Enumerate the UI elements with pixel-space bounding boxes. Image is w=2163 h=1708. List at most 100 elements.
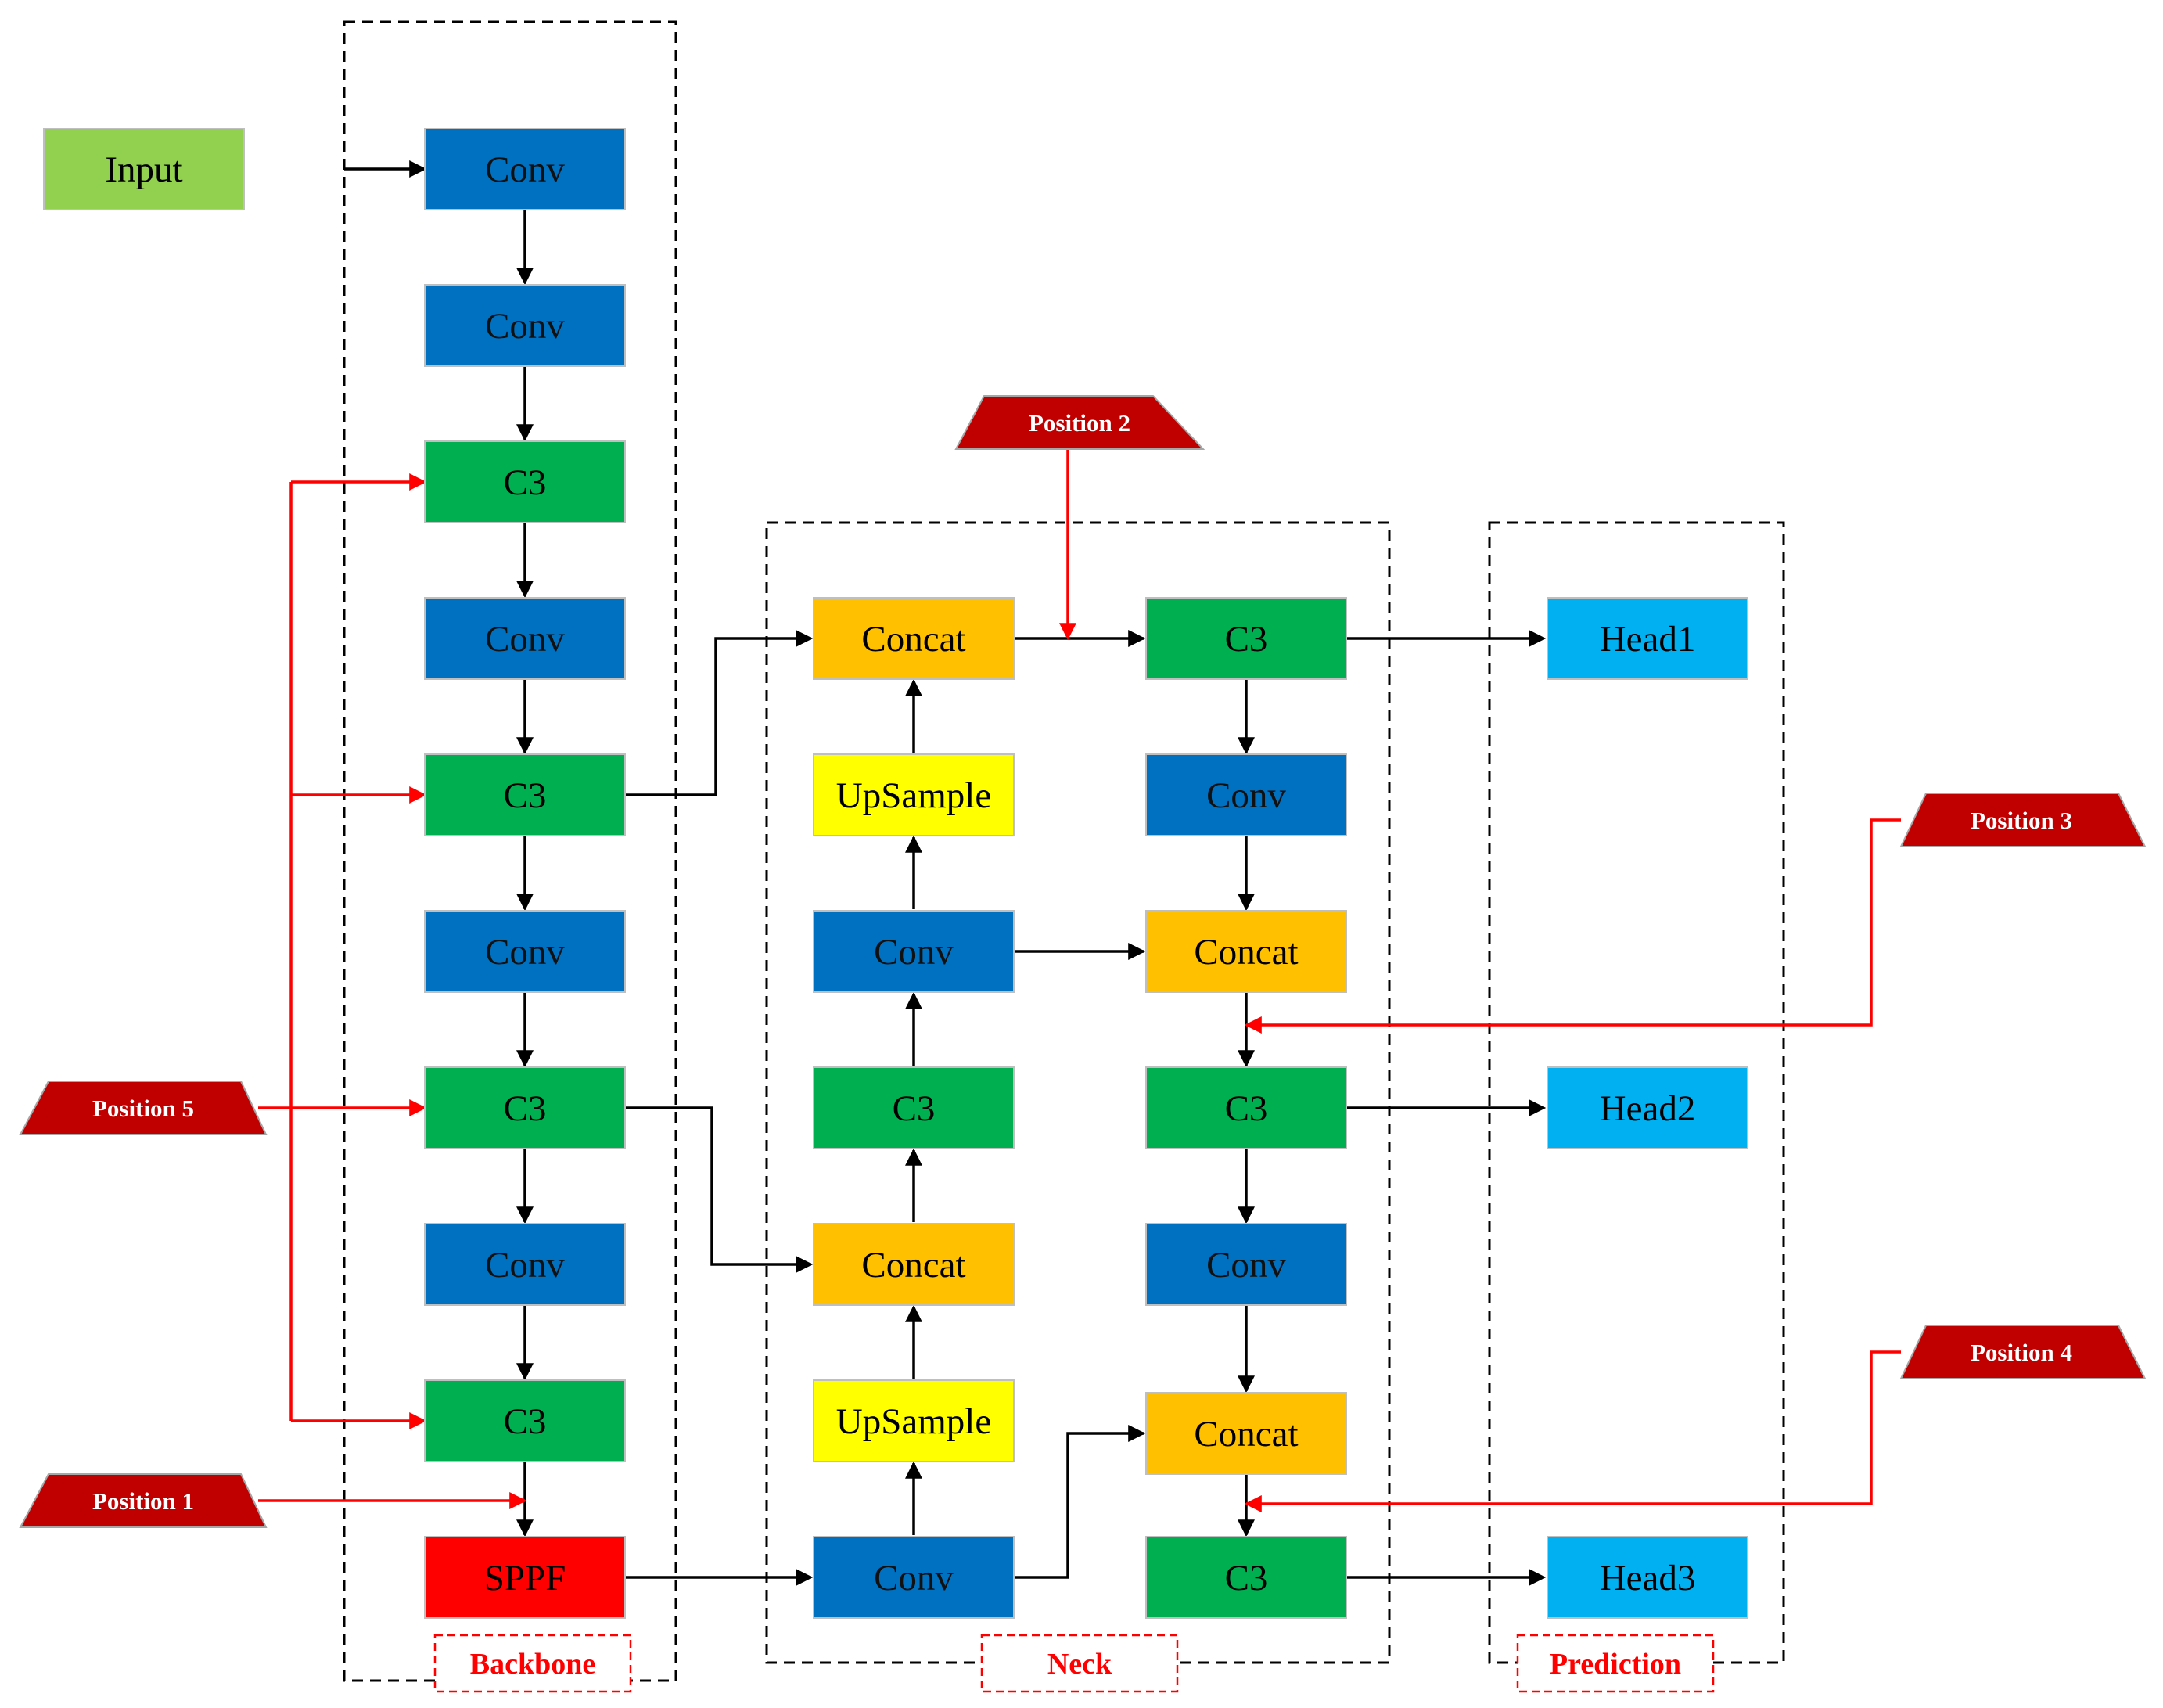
- position-5-label: Position 5: [92, 1095, 194, 1122]
- flow-connectors: [344, 160, 1547, 1586]
- bb-sppf-block: SPPF: [424, 1536, 626, 1619]
- position-3-tag: Position 3: [1899, 793, 2147, 847]
- position-3-tag-shape: [1899, 793, 2147, 847]
- nk-conv-r2-label: Conv: [1206, 1245, 1286, 1285]
- position-2-tag: Position 2: [954, 395, 1205, 450]
- nk-upsample2-label: UpSample: [836, 1401, 991, 1442]
- nk-upsample2-block: UpSample: [813, 1379, 1015, 1462]
- backbone-frame: [343, 20, 677, 1682]
- bb-conv4-box: [424, 910, 626, 993]
- head1-box: [1547, 597, 1748, 680]
- bb-conv5-box: [424, 1223, 626, 1306]
- position-4-label: Position 4: [1971, 1339, 2072, 1366]
- nk-concat2-label: Concat: [861, 1245, 965, 1285]
- nk-concat1-label: Concat: [861, 619, 965, 660]
- prediction-frame: [1488, 521, 1785, 1664]
- red-position4-arrow: [1244, 1350, 1901, 1512]
- nk-c3-1-block: C3: [813, 1066, 1015, 1149]
- position-2-tag-shape: [954, 395, 1205, 450]
- nk-concat-r1-block: Concat: [1145, 910, 1347, 993]
- bb-conv4-label: Conv: [485, 932, 565, 973]
- head2-box: [1547, 1066, 1748, 1149]
- position-5-tag-shape: [19, 1081, 268, 1135]
- position-1-tag-shape: [19, 1473, 268, 1528]
- prediction-label: Prediction: [1550, 1648, 1681, 1681]
- position-5-tag: Position 5: [19, 1081, 268, 1135]
- nk-c3-top-block: C3: [1145, 597, 1347, 680]
- nk-c3-bot-label: C3: [1225, 1558, 1268, 1598]
- bb-conv2-block: Conv: [424, 284, 626, 367]
- nk-conv-r1-box: [1145, 753, 1347, 836]
- input-label: Input: [105, 149, 182, 190]
- input-box: [43, 128, 245, 210]
- head3-block: Head3: [1547, 1536, 1748, 1619]
- nk-c3-top-box: [1145, 597, 1347, 680]
- nk-conv1-label: Conv: [874, 932, 954, 973]
- nk-conv1-box: [813, 910, 1015, 993]
- nk-c3-1-box: [813, 1066, 1015, 1149]
- nk-conv2-box: [813, 1536, 1015, 1619]
- head3-label: Head3: [1600, 1558, 1696, 1598]
- nk-c3-bot-block: C3: [1145, 1536, 1347, 1619]
- bb-conv1-label: Conv: [485, 149, 565, 190]
- bb-c3-1-box: [424, 440, 626, 523]
- nk-concat-r2-block: Concat: [1145, 1392, 1347, 1475]
- bb-c3-4-box: [424, 1379, 626, 1462]
- nk-conv2-block: Conv: [813, 1536, 1015, 1619]
- nk-conv-r2-block: Conv: [1145, 1223, 1347, 1306]
- nk-c3-1-label: C3: [893, 1088, 936, 1129]
- bb-c3-1-block: C3: [424, 440, 626, 523]
- backbone-label: Backbone: [470, 1648, 595, 1681]
- nk-c3-top-label: C3: [1225, 619, 1268, 660]
- bb-conv3-box: [424, 597, 626, 680]
- position-1-label: Position 1: [92, 1487, 194, 1515]
- nk-concat-r1-label: Concat: [1194, 932, 1298, 973]
- position-tags: Position 1 Position 2 Position 3 Positio…: [19, 395, 2147, 1528]
- bb-c3-2-block: C3: [424, 753, 626, 836]
- position-1-tag: Position 1: [19, 1473, 268, 1528]
- nk-concat-r1-box: [1145, 910, 1347, 993]
- bb-conv5-block: Conv: [424, 1223, 626, 1306]
- bb-conv4-block: Conv: [424, 910, 626, 993]
- nk-c3-mid-block: C3: [1145, 1066, 1347, 1149]
- position-2-label: Position 2: [1029, 409, 1130, 437]
- nk-concat2-box: [813, 1223, 1015, 1306]
- position-4-tag-shape: [1899, 1325, 2147, 1379]
- nk-upsample1-box: [813, 753, 1015, 836]
- bb-c3-3-box: [424, 1066, 626, 1149]
- bb-c3-2-label: C3: [504, 775, 547, 816]
- nk-conv1-block: Conv: [813, 910, 1015, 993]
- neck-label-box: [980, 1634, 1179, 1693]
- prediction-label-box: [1516, 1634, 1715, 1693]
- bb-conv5-label: Conv: [485, 1245, 565, 1285]
- head1-label: Head1: [1600, 619, 1696, 660]
- nk-concat2-block: Concat: [813, 1223, 1015, 1306]
- bb-c3-3-label: C3: [504, 1088, 547, 1129]
- bb-sppf-box: [424, 1536, 626, 1619]
- bb-conv3-label: Conv: [485, 619, 565, 660]
- nk-c3-mid-label: C3: [1225, 1088, 1268, 1129]
- neck-label: Neck: [1047, 1648, 1112, 1681]
- bb-c3-3-block: C3: [424, 1066, 626, 1149]
- backbone-label-box: [433, 1634, 632, 1693]
- nk-upsample1-block: UpSample: [813, 753, 1015, 836]
- bb-c3-4-label: C3: [504, 1401, 547, 1442]
- position-4-tag: Position 4: [1899, 1325, 2147, 1379]
- head3-box: [1547, 1536, 1748, 1619]
- nk-concat1-box: [813, 597, 1015, 680]
- bb-conv1-box: [424, 128, 626, 210]
- bb-sppf-label: SPPF: [484, 1558, 566, 1598]
- c3-to-concat1-arrow: [626, 630, 814, 796]
- nk-upsample1-label: UpSample: [836, 775, 991, 816]
- bb-conv2-box: [424, 284, 626, 367]
- bb-conv3-block: Conv: [424, 597, 626, 680]
- c3-to-concat2-arrow: [626, 1106, 814, 1273]
- nk-conv-r2-box: [1145, 1223, 1347, 1306]
- nk-conv2-label: Conv: [874, 1558, 954, 1598]
- red-position3-arrow: [1244, 818, 1901, 1034]
- nk-concat1-block: Concat: [813, 597, 1015, 680]
- insertion-connectors: [258, 449, 1901, 1512]
- bb-c3-4-block: C3: [424, 1379, 626, 1462]
